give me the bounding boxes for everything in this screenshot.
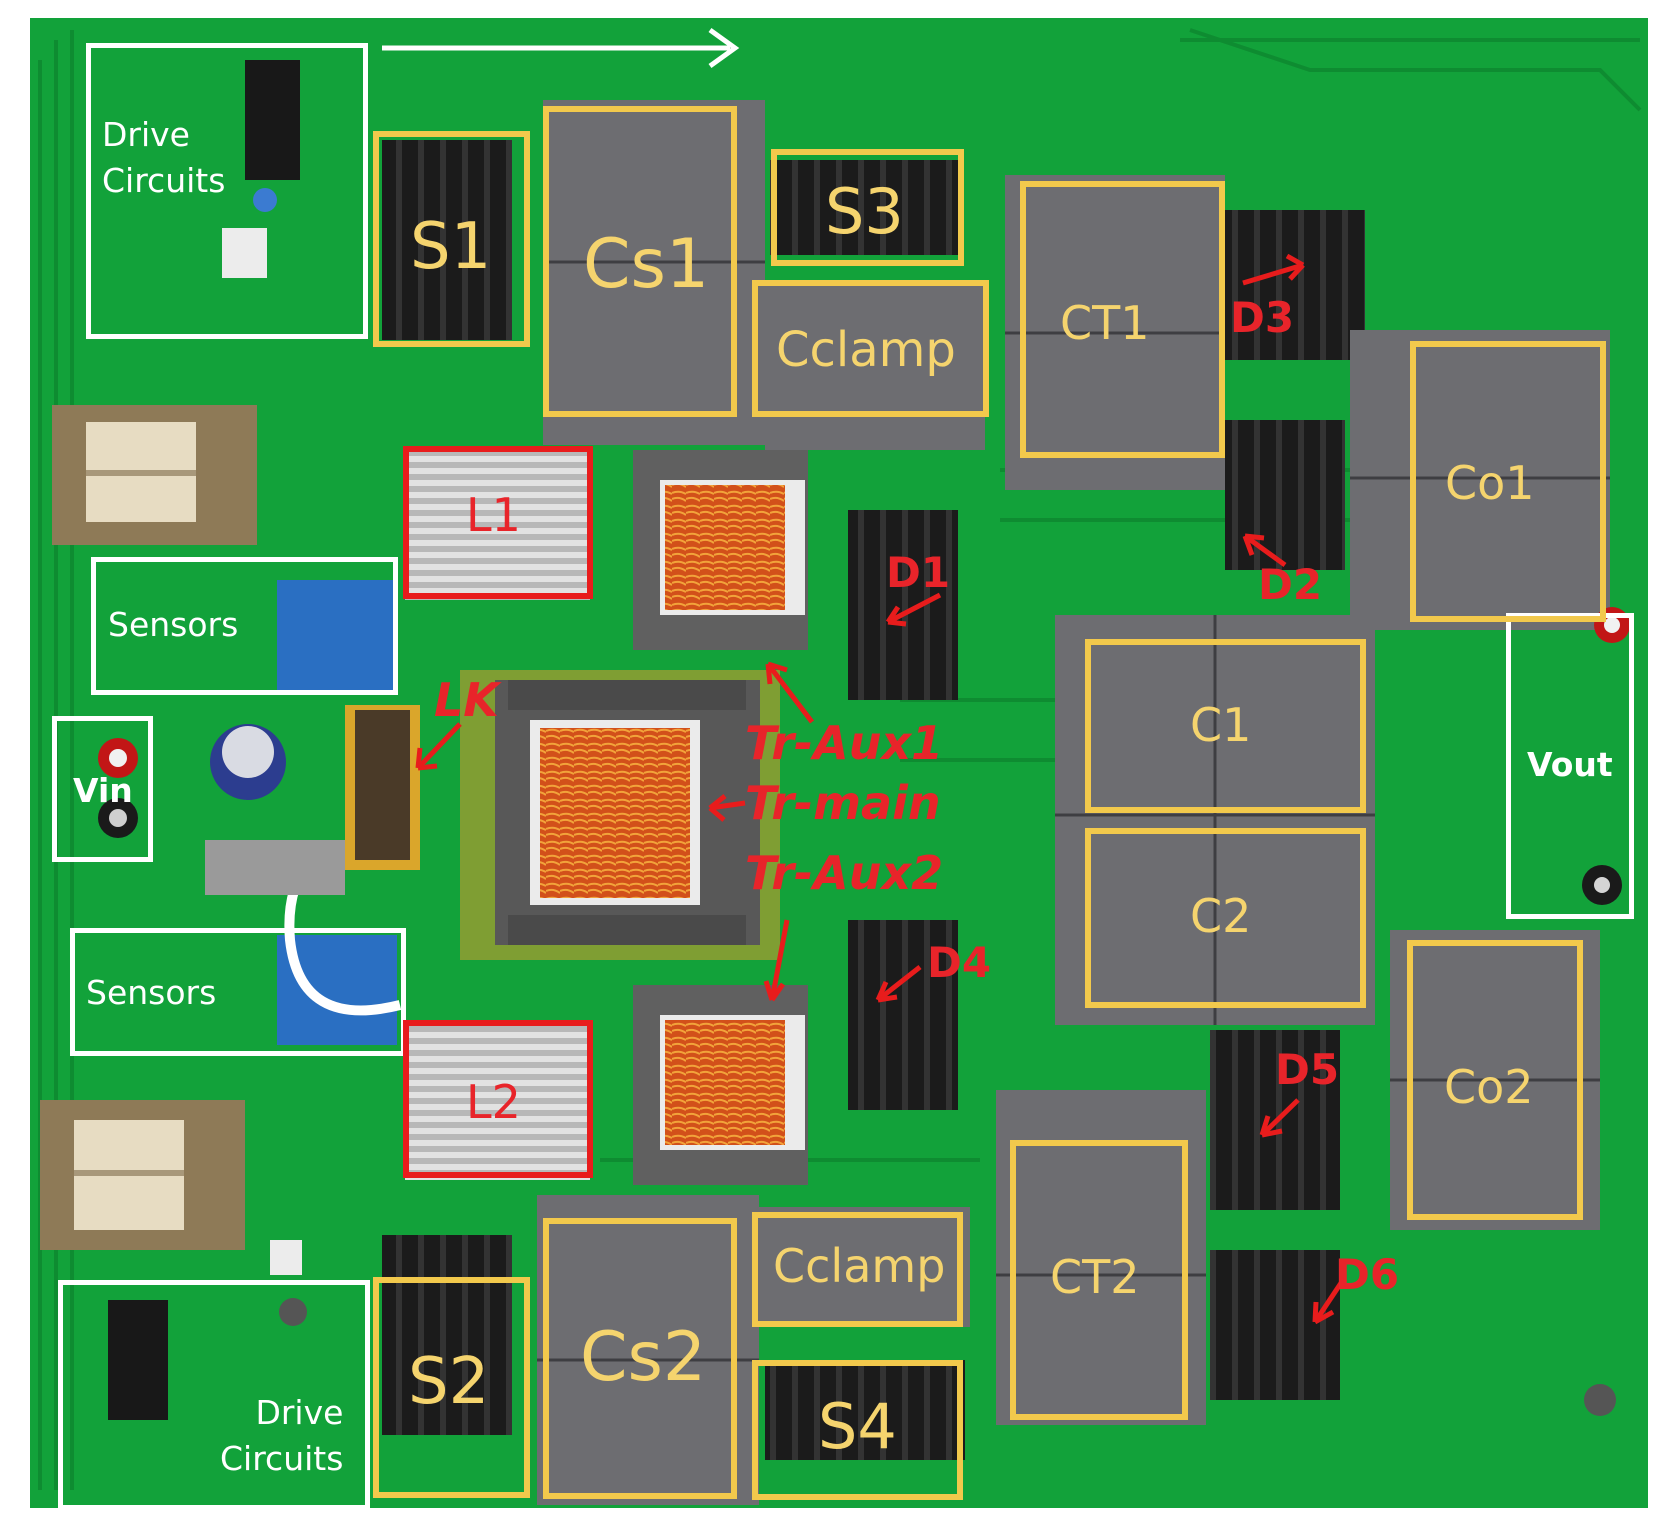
d1-arrow — [886, 592, 942, 625]
d1-label: D1 — [886, 548, 951, 597]
tr-main-label: Tr-main — [745, 776, 941, 830]
drive-circuits-bottom-box — [58, 1280, 370, 1510]
l2-label: L2 — [466, 1075, 521, 1129]
d4-label: D4 — [927, 938, 992, 987]
c2-box — [1085, 828, 1366, 1008]
sensors-top-label: Sensors — [108, 605, 239, 644]
cclamp-top-label: Cclamp — [776, 322, 956, 378]
d2-arrow — [1243, 533, 1287, 568]
sensors-bottom-box — [70, 928, 406, 1056]
d6-arrow — [1312, 1278, 1346, 1324]
drive-circuits-bottom-label: Drive Circuits — [220, 1390, 343, 1481]
tr-aux2-arrow — [769, 919, 790, 1001]
s2-label: S2 — [408, 1345, 490, 1419]
drive-bottom-line1: Drive — [255, 1393, 344, 1432]
cs2-label: Cs2 — [580, 1318, 707, 1397]
cclamp-bottom-label: Cclamp — [773, 1239, 946, 1293]
co2-label: Co2 — [1444, 1060, 1534, 1114]
drive-circuits-top-box — [86, 43, 368, 339]
lk-arrow — [416, 722, 462, 770]
s1-box — [373, 131, 530, 347]
s2-box — [373, 1277, 530, 1498]
d3-label: D3 — [1230, 293, 1295, 342]
vin-box — [52, 716, 153, 862]
ct1-label: CT1 — [1060, 296, 1150, 350]
d4-arrow — [876, 965, 922, 1002]
tr-aux1-arrow — [766, 662, 814, 724]
drive-top-line1: Drive — [102, 115, 190, 154]
sensors-bottom-label: Sensors — [86, 973, 217, 1012]
co1-box — [1410, 341, 1606, 622]
cs1-label: Cs1 — [583, 225, 710, 304]
d3-arrow — [1242, 262, 1304, 286]
d5-label: D5 — [1275, 1045, 1340, 1094]
s3-box — [771, 149, 964, 266]
vout-box — [1506, 613, 1634, 919]
cclamp-top-box — [752, 280, 989, 417]
vout-label: Vout — [1527, 745, 1613, 784]
s3-label: S3 — [825, 175, 904, 248]
s1-label: S1 — [410, 210, 492, 284]
tr-main-arrow — [709, 800, 746, 811]
lk-label: LK — [434, 673, 499, 727]
tr-aux1-label: Tr-Aux1 — [745, 716, 944, 770]
l1-label: L1 — [466, 488, 521, 542]
c1-box — [1085, 639, 1366, 813]
l2-box — [403, 1020, 593, 1178]
c1-label: C1 — [1190, 698, 1252, 752]
drive-top-line2: Circuits — [102, 160, 226, 200]
l1-box — [403, 446, 593, 599]
tr-aux2-label: Tr-Aux2 — [745, 846, 944, 900]
c2-label: C2 — [1190, 889, 1252, 943]
drive-bottom-line2: Circuits — [220, 1438, 344, 1478]
drive-circuits-top-label: Drive Circuits — [102, 112, 225, 203]
d2-label: D2 — [1258, 560, 1323, 609]
ct2-label: CT2 — [1050, 1250, 1140, 1304]
sensors-top-box — [91, 557, 398, 695]
co1-label: Co1 — [1445, 456, 1535, 510]
cs1-box — [543, 106, 737, 417]
cs2-box — [543, 1218, 737, 1499]
ct2-box — [1010, 1140, 1188, 1420]
co2-box — [1407, 940, 1583, 1220]
cclamp-bottom-box — [752, 1212, 963, 1327]
s4-box — [752, 1360, 963, 1500]
ct1-box — [1020, 181, 1225, 458]
vin-label: Vin — [73, 771, 133, 810]
top-arrow-head — [708, 27, 740, 69]
d6-label: D6 — [1335, 1250, 1400, 1299]
s4-label: S4 — [818, 1390, 897, 1463]
d5-arrow — [1260, 1098, 1300, 1137]
